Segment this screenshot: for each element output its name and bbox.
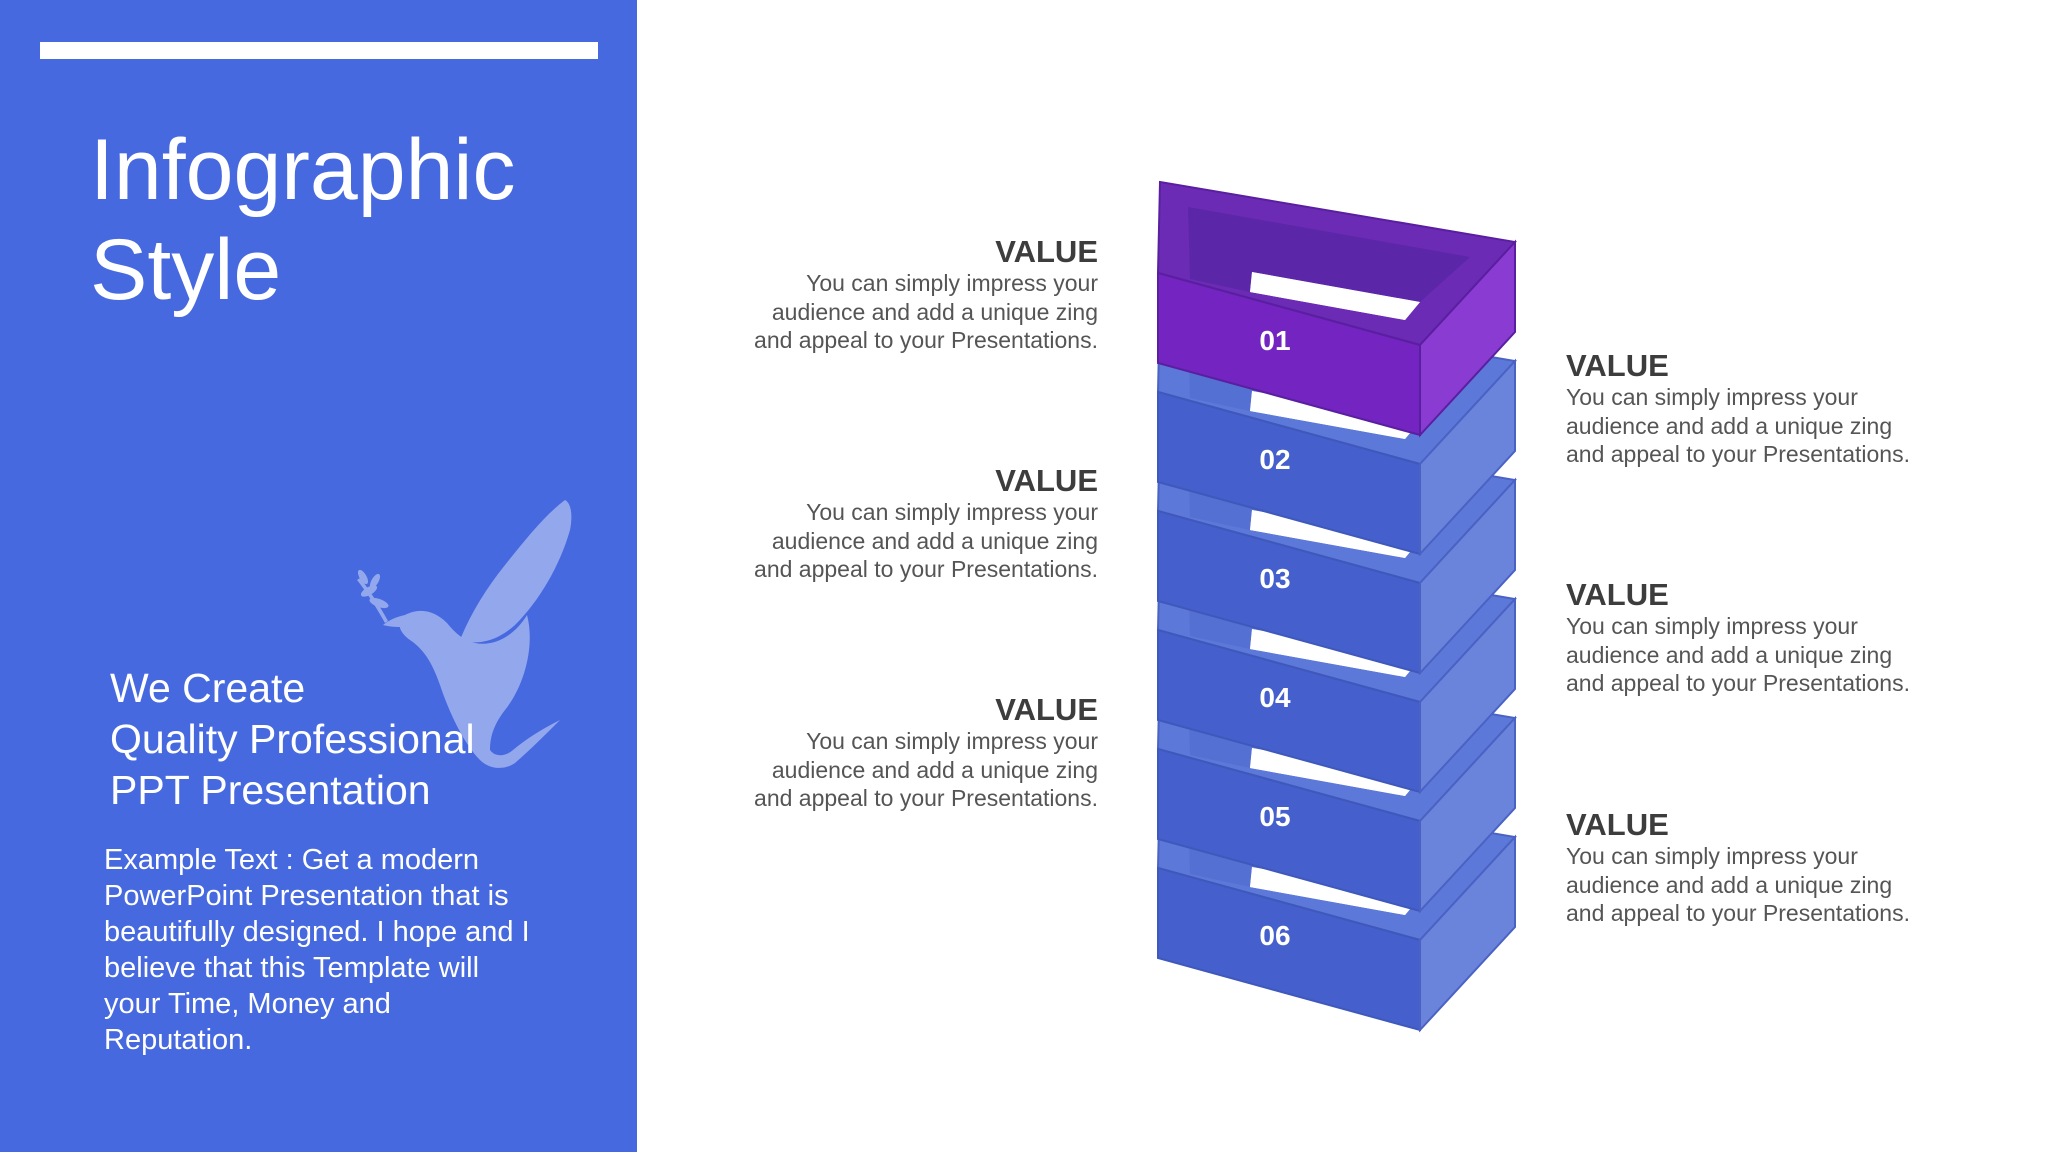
box-top-face [1156, 299, 1517, 466]
callout-line: and appeal to your Presentations. [1566, 670, 1910, 696]
box-top-face [1156, 775, 1517, 942]
callout-line: You can simply impress your [1566, 613, 1858, 639]
box-opening-light [1250, 391, 1420, 439]
callout-value-6: VALUE You can simply impress your audien… [1566, 808, 1986, 928]
callout-value-5: VALUE You can simply impress your audien… [678, 693, 1098, 813]
box-opening-light [1250, 629, 1420, 677]
title-line-1: Infographic [90, 122, 516, 218]
box-front-face [1157, 866, 1421, 1032]
box-side-face [1419, 715, 1516, 914]
callout-line: You can simply impress your [806, 499, 1098, 525]
box-top-face [1156, 656, 1517, 823]
box-opening [1250, 510, 1420, 558]
box-front-face [1157, 747, 1421, 913]
box-number-label: 06 [1259, 920, 1290, 951]
example-text-line: beautifully designed. I hope and I [104, 916, 530, 948]
example-text-line: believe that this Template will [104, 952, 480, 984]
tagline-line-1: We Create [110, 665, 306, 711]
callout-heading: VALUE [1566, 807, 1669, 842]
example-text-line: your Time, Money and [104, 988, 391, 1020]
title-line-2: Style [90, 222, 282, 318]
callout-line: You can simply impress your [1566, 843, 1858, 869]
slide-title: Infographic Style [90, 120, 516, 320]
stack-box-02: 02 [1156, 299, 1517, 557]
box-opening-light [1250, 510, 1420, 558]
box-opening [1250, 391, 1420, 439]
box-opening [1250, 748, 1420, 796]
box-number-label: 02 [1259, 444, 1290, 475]
box-side-face [1419, 477, 1516, 676]
callout-line: and appeal to your Presentations. [1566, 900, 1910, 926]
box-number-label: 01 [1259, 325, 1290, 356]
box-top-face [1156, 537, 1517, 704]
callout-line: audience and add a unique zing [771, 756, 1098, 783]
callout-heading: VALUE [995, 234, 1098, 269]
box-inner-wall [1188, 445, 1470, 540]
callout-heading: VALUE [995, 692, 1098, 727]
tagline-line-3: PPT Presentation [110, 767, 431, 813]
callout-line: audience and add a unique zing [771, 298, 1098, 325]
example-text-line: Example Text : Get a modern [104, 844, 480, 876]
callout-line: You can simply impress your [1566, 384, 1858, 410]
top-accent-bar [40, 42, 598, 59]
callout-heading: VALUE [1566, 348, 1669, 383]
stack-box-01: 01 [1156, 180, 1517, 438]
callout-value-2: VALUE You can simply impress your audien… [1566, 349, 1986, 469]
callout-line: You can simply impress your [806, 728, 1098, 754]
box-number-label: 04 [1259, 682, 1291, 713]
left-panel: Infographic Style We Create Quality Prof… [0, 0, 637, 1152]
box-top-face [1156, 180, 1517, 347]
stack-box-04: 04 [1156, 537, 1517, 795]
box-side-face [1419, 834, 1516, 1033]
box-number-label: 05 [1259, 801, 1290, 832]
callout-line: and appeal to your Presentations. [1566, 441, 1910, 467]
callout-line: and appeal to your Presentations. [754, 327, 1098, 353]
box-inner-wall [1188, 326, 1470, 421]
box-front-face [1157, 390, 1421, 556]
example-text: Example Text : Get a modern PowerPoint P… [104, 842, 574, 1058]
box-front-face [1157, 509, 1421, 675]
callout-value-3: VALUE You can simply impress your audien… [678, 464, 1098, 584]
stack-box-03: 03 [1156, 418, 1517, 676]
box-opening [1250, 272, 1420, 320]
box-inner-wall [1188, 802, 1470, 897]
callout-line: audience and add a unique zing [1566, 871, 1893, 898]
stack-box-06: 06 [1156, 775, 1517, 1033]
box-inner-wall [1188, 683, 1470, 778]
callout-value-4: VALUE You can simply impress your audien… [1566, 578, 1986, 698]
callout-heading: VALUE [1566, 577, 1669, 612]
callout-line: You can simply impress your [806, 270, 1098, 296]
box-opening-light [1250, 748, 1420, 796]
example-text-line: Reputation. [104, 1024, 253, 1056]
box-inner-wall [1188, 564, 1470, 659]
tagline: We Create Quality Professional PPT Prese… [110, 663, 530, 816]
callout-line: and appeal to your Presentations. [754, 556, 1098, 582]
callout-value-1: VALUE You can simply impress your audien… [678, 235, 1098, 355]
callout-line: and appeal to your Presentations. [754, 785, 1098, 811]
box-opening [1250, 629, 1420, 677]
callout-line: audience and add a unique zing [1566, 412, 1893, 439]
box-side-face [1419, 358, 1516, 557]
dove-with-olive-branch-icon [357, 500, 572, 768]
tagline-line-2: Quality Professional [110, 716, 475, 762]
box-number-label: 03 [1259, 563, 1290, 594]
callout-heading: VALUE [995, 463, 1098, 498]
box-inner-wall [1188, 207, 1470, 302]
box-opening-light [1250, 867, 1420, 915]
callout-line: audience and add a unique zing [1566, 641, 1893, 668]
callout-line: audience and add a unique zing [771, 527, 1098, 554]
box-front-face [1157, 271, 1421, 437]
box-opening-light [1250, 272, 1420, 320]
stack-box-05: 05 [1156, 656, 1517, 914]
box-front-face [1157, 628, 1421, 794]
box-side-face [1419, 596, 1516, 795]
box-top-face [1156, 418, 1517, 585]
box-side-face [1419, 239, 1516, 438]
box-opening [1250, 867, 1420, 915]
example-text-line: PowerPoint Presentation that is [104, 880, 509, 912]
